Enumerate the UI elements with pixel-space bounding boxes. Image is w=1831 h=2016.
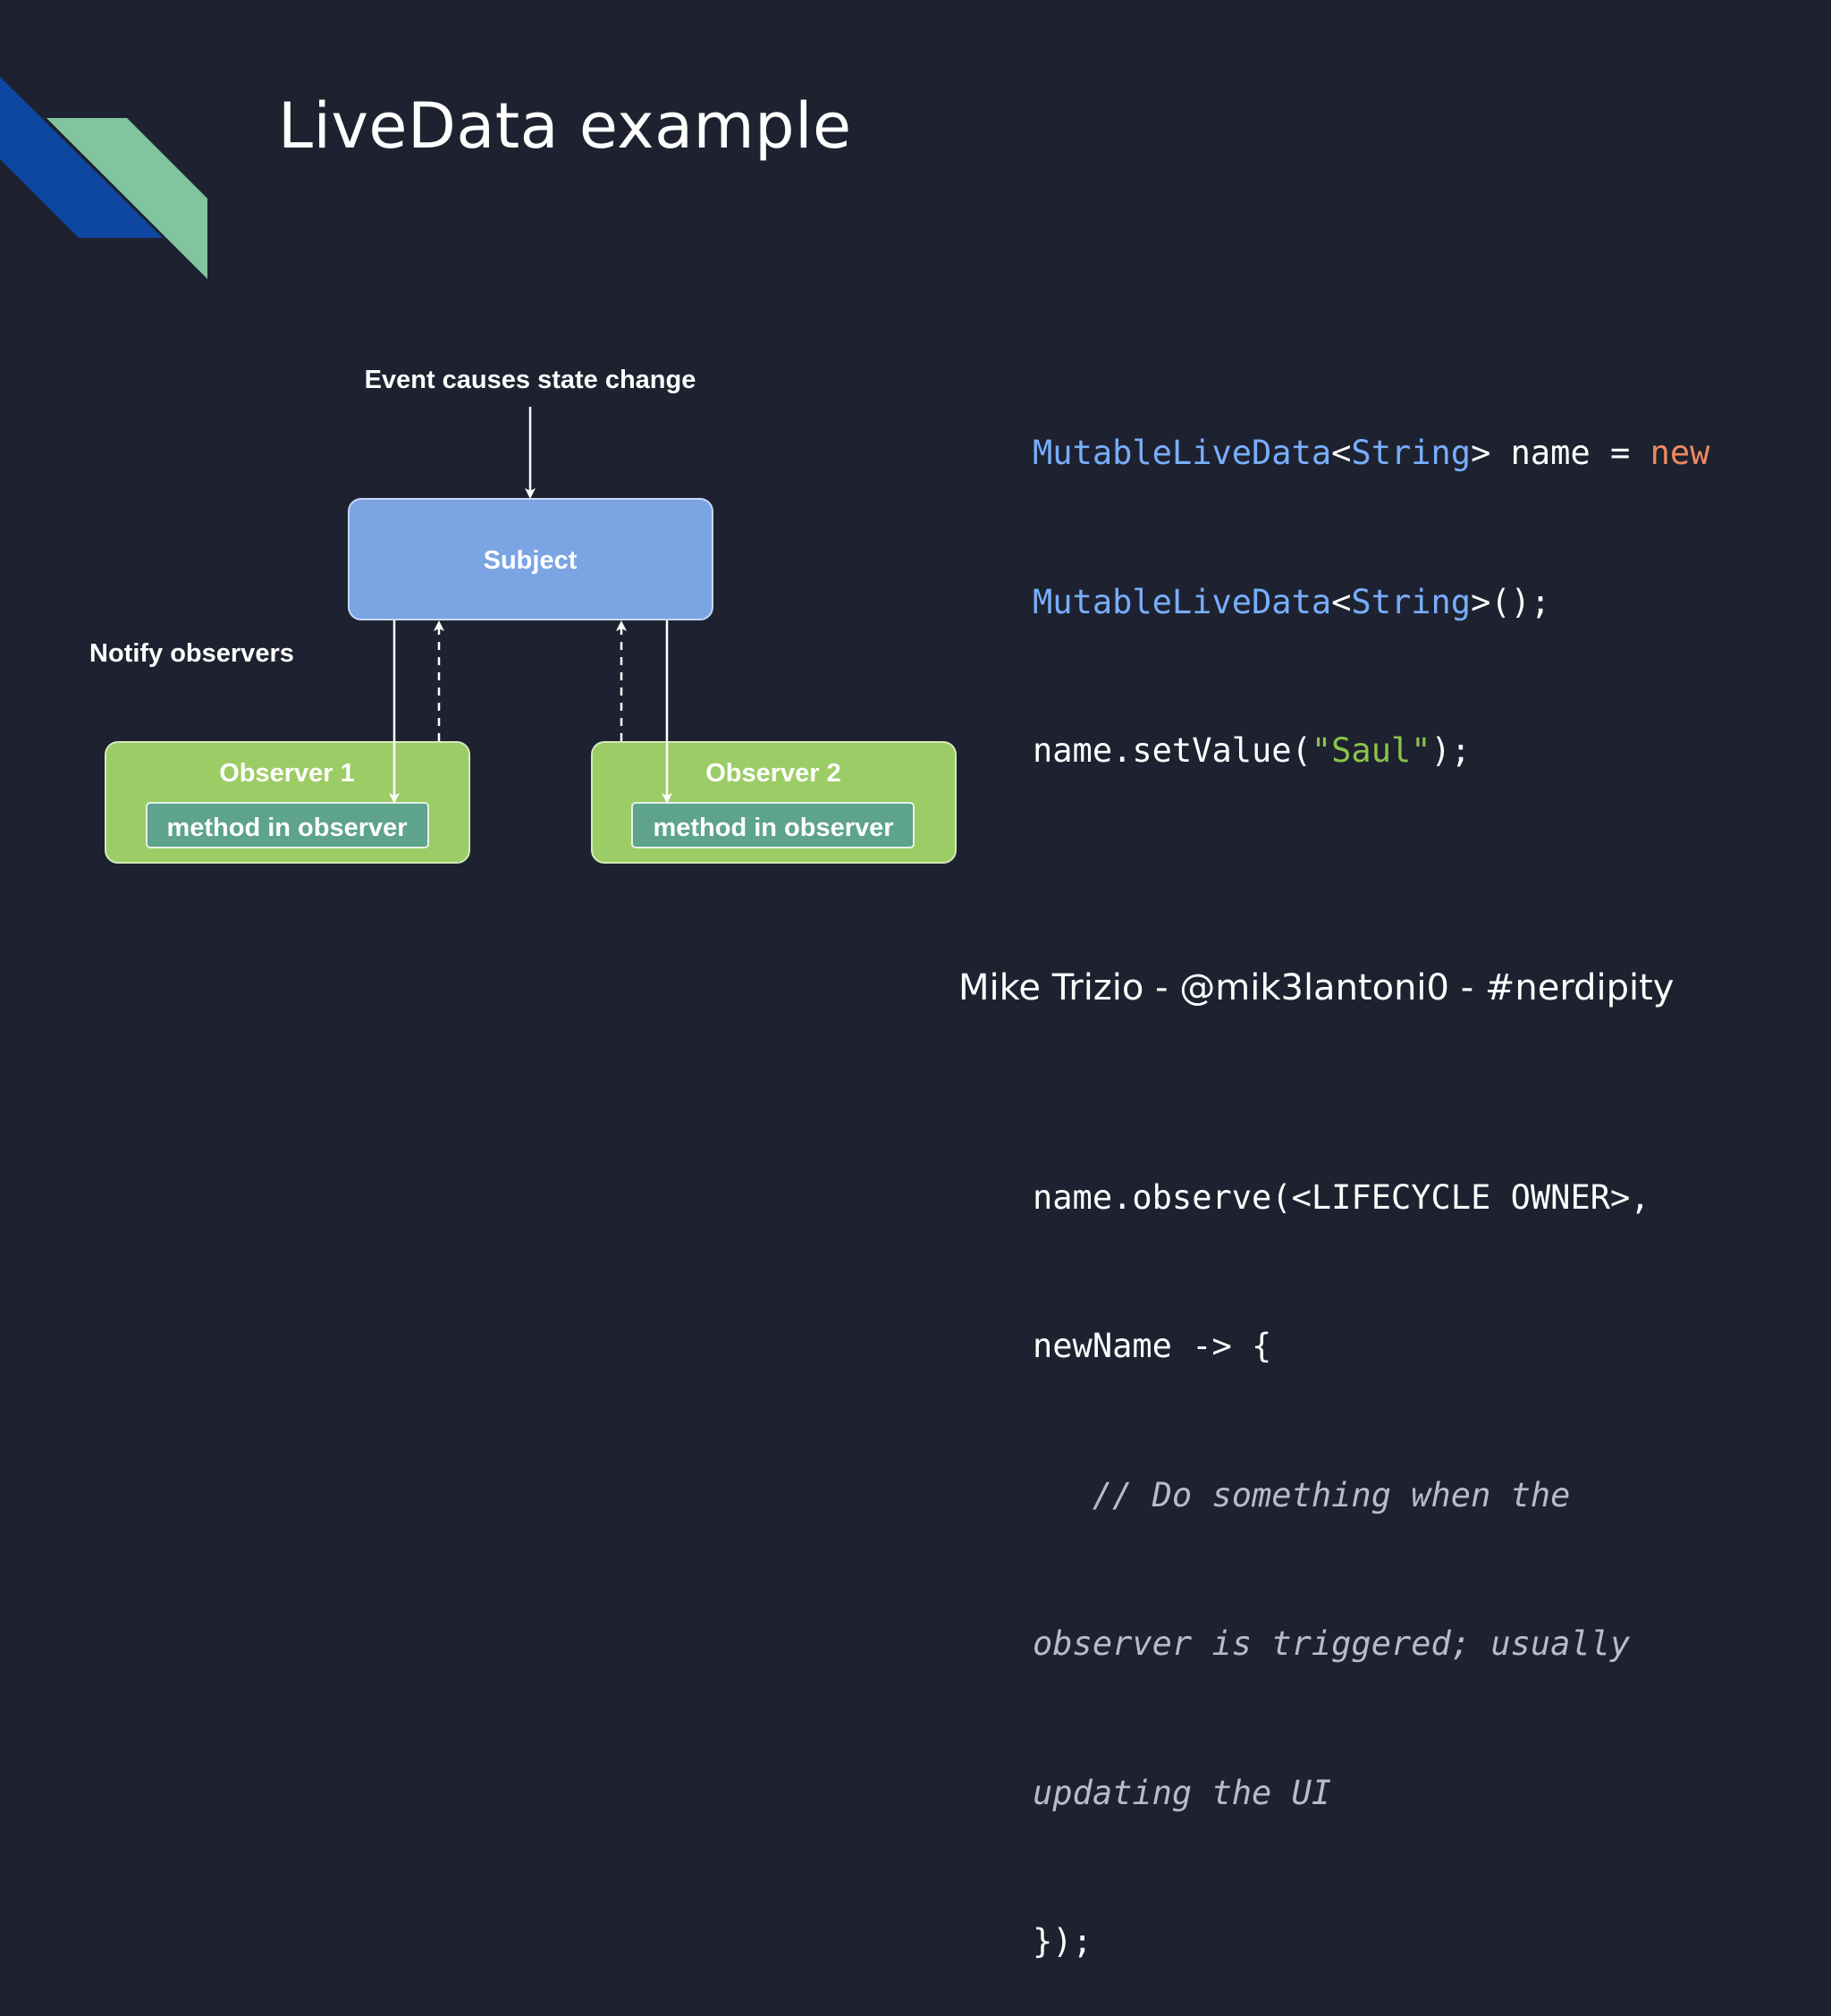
code-type-token: MutableLiveData: [1033, 434, 1332, 472]
code-type-token: String: [1351, 434, 1472, 472]
observer-1-label: Observer 1: [219, 759, 355, 788]
observer-1-method-box: [146, 802, 429, 848]
code-text-token: );: [1430, 731, 1472, 770]
code-punct-token: <: [1331, 434, 1352, 472]
code-punct-token: <: [1331, 582, 1352, 621]
code-text-token: >();: [1471, 582, 1551, 621]
code-line-3: name.setValue("Saul");: [1033, 726, 1709, 776]
observer-2-method-box: [631, 802, 915, 848]
code-type-token: MutableLiveData: [1033, 582, 1332, 621]
deco-green-stripe: [46, 118, 207, 279]
deco-blue-stripe: [0, 77, 163, 238]
code-line-7: observer is triggered; usually: [1033, 1624, 1631, 1663]
code-line-8: updating the UI: [1033, 1773, 1332, 1812]
slide-title: LiveData example: [278, 89, 852, 163]
observer-2-method-label: method in observer: [653, 814, 893, 842]
event-label: Event causes state change: [365, 366, 696, 394]
code-line-2: MutableLiveData<String>();: [1033, 578, 1709, 628]
observer-2-label: Observer 2: [705, 759, 841, 788]
code-line-4: name.observe(<LIFECYCLE OWNER>,: [1033, 1177, 1650, 1217]
code-blank-line: [1033, 1024, 1709, 1074]
code-line-1: MutableLiveData<String> name = new: [1033, 428, 1709, 478]
observer-diagram: Event causes state change Subject Notify…: [89, 366, 957, 864]
code-blank-line: [1033, 875, 1709, 925]
code-line-9: });: [1033, 1922, 1093, 1961]
slide-footer: Mike Trizio - @mik3lantoni0 - #nerdipity: [958, 967, 1675, 1008]
code-text-token: > name =: [1471, 434, 1650, 472]
corner-decoration: [0, 77, 207, 279]
code-type-token: String: [1351, 582, 1472, 621]
notify-label: Notify observers: [89, 639, 294, 668]
subject-label: Subject: [484, 546, 578, 575]
code-sample: MutableLiveData<String> name = new Mutab…: [1033, 329, 1709, 2016]
code-line-6: // Do something when the: [1033, 1475, 1571, 1514]
code-line-5: newName -> {: [1033, 1327, 1272, 1365]
observer-1-method-label: method in observer: [166, 814, 407, 842]
code-text-token: name.setValue(: [1033, 731, 1312, 770]
code-keyword-token: new: [1650, 434, 1710, 472]
subject-box: [348, 498, 713, 620]
code-string-token: "Saul": [1311, 731, 1431, 770]
